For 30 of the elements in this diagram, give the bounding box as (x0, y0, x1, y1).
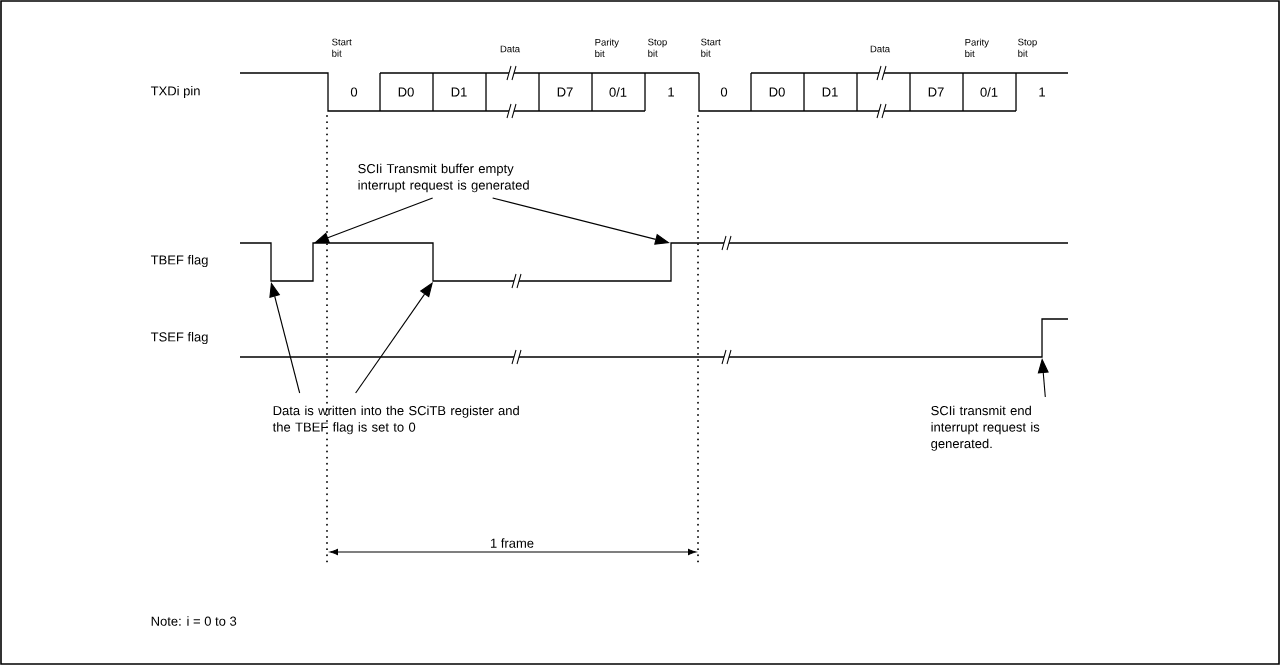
signal-name: TSEF flag (150, 331, 208, 345)
bit-value: D0 (398, 87, 414, 97)
bit-value: D0 (769, 87, 785, 97)
bit-value: 1 (668, 87, 674, 97)
bit-field-label: Parity bit (965, 38, 989, 58)
bit-field-label: Stop bit (1018, 38, 1037, 57)
signal-name: TBEF flag (150, 254, 208, 268)
leader-arrow (355, 282, 433, 394)
leader-arrow (314, 197, 434, 243)
bit-field-label: Stop bit (648, 38, 667, 57)
signal-name: TXDi pin (150, 85, 200, 99)
callout-text: Data is written into the SCiTB register and the TBEF flag is set to 0 (272, 405, 519, 435)
bit-value: 1 (1039, 87, 1045, 97)
bit-value: 0 (720, 87, 728, 97)
bit-value: 0 (350, 87, 358, 97)
bit-value: D7 (928, 87, 944, 97)
callout-text: SCIi transmit end interrupt request is generated. (931, 405, 1040, 451)
bit-field-label: Data (500, 45, 521, 53)
bit-field-label: Start bit (332, 38, 352, 57)
bit-value: D1 (822, 87, 838, 97)
bit-value: 0/1 (609, 87, 627, 97)
bit-field-label: Data (870, 45, 891, 53)
bit-value: D1 (451, 87, 467, 97)
bit-field-label: Parity bit (595, 38, 619, 58)
bit-field-label: Start bit (701, 38, 721, 57)
callout-text: SCIi Transmit buffer empty interrupt request is generated (358, 163, 529, 193)
note-text: Note: i = 0 to 3 (151, 616, 237, 626)
bit-value: D7 (557, 87, 573, 97)
dimension-label: 1 frame (490, 538, 534, 548)
bit-value: 0/1 (980, 87, 998, 97)
